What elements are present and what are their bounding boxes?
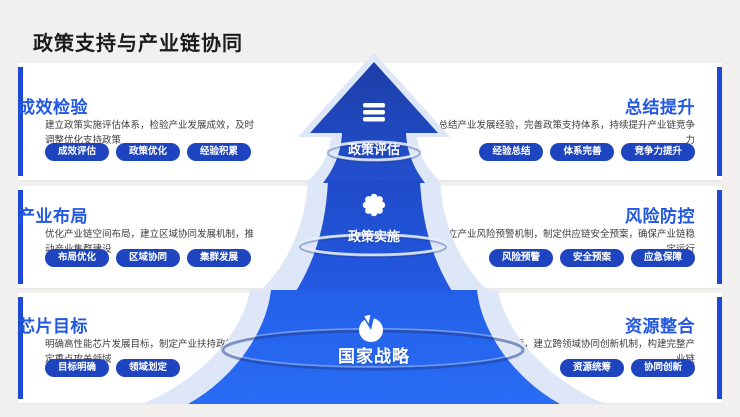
tag-pill: 体系完善 xyxy=(550,143,615,161)
section-title-zongjietisheng: 总结提升 xyxy=(625,98,695,117)
tag-pill: 安全预案 xyxy=(559,249,624,267)
tag-list: 成效评估 政策优化 经验积累 xyxy=(45,143,252,161)
tag-pill: 领域划定 xyxy=(116,359,181,377)
accent-bar-right xyxy=(717,190,722,284)
funnel-label-strategy: 国家战略 xyxy=(338,347,410,366)
tag-pill: 布局优化 xyxy=(45,249,110,267)
section-title-chanyebuju: 产业布局 xyxy=(18,207,88,226)
section-desc: 总结产业发展经验，完善政策支持体系，持续提升产业链竞争力 xyxy=(438,120,695,146)
page-title: 政策支持与产业链协同 xyxy=(33,33,243,55)
tag-pill: 经验积累 xyxy=(187,143,252,161)
accent-bar-left xyxy=(18,190,23,284)
section-desc: 建立政策实施评估体系，检验产业发展成效，及时调整优化支持政策 xyxy=(45,120,255,146)
tag-pill: 竞争力提升 xyxy=(621,143,695,161)
tag-list: 目标明确 领域划定 xyxy=(45,359,181,377)
tag-list: 经验总结 体系完善 竞争力提升 xyxy=(479,143,695,161)
section-title-ziyuanzhenghe: 资源整合 xyxy=(625,317,695,336)
row-evaluation: 成效检验 建立政策实施评估体系，检验产业发展成效，及时调整优化支持政策 成效评估… xyxy=(18,63,722,180)
tag-pill: 应急保障 xyxy=(630,249,695,267)
funnel-label-evaluation: 政策评估 xyxy=(347,142,401,157)
accent-bar-left xyxy=(18,67,23,176)
tag-pill: 经验总结 xyxy=(479,143,544,161)
tag-pill: 政策优化 xyxy=(116,143,181,161)
tag-pill: 协同创新 xyxy=(630,359,695,377)
tag-pill: 集群发展 xyxy=(187,249,252,267)
accent-bar-right xyxy=(717,297,722,399)
tag-pill: 风险预警 xyxy=(488,249,553,267)
tag-pill: 目标明确 xyxy=(45,359,110,377)
section-title-xinpianmubiao: 芯片目标 xyxy=(18,317,88,336)
accent-bar-left xyxy=(18,297,23,399)
tag-pill: 区域协同 xyxy=(116,249,181,267)
section-title-chengxiaojianyan: 成效检验 xyxy=(18,98,88,117)
tag-list: 风险预警 安全预案 应急保障 xyxy=(488,249,695,267)
tag-list: 布局优化 区域协同 集群发展 xyxy=(45,249,252,267)
accent-bar-right xyxy=(717,67,722,176)
section-title-fengxianfangkong: 风险防控 xyxy=(625,207,695,226)
tag-list: 资源统筹 协同创新 xyxy=(559,359,695,377)
funnel-label-implementation: 政策实施 xyxy=(347,229,401,244)
tag-pill: 资源统筹 xyxy=(559,359,624,377)
tag-pill: 成效评估 xyxy=(45,143,110,161)
